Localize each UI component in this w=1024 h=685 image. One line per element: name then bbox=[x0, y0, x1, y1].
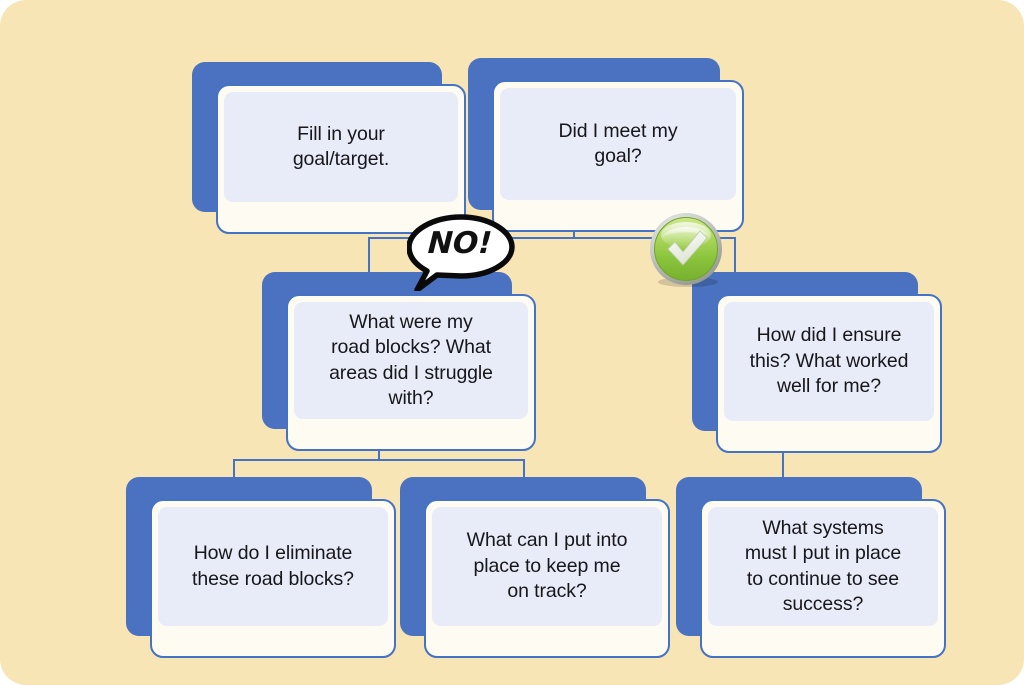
node-card[interactable]: What systems must I put in place to cont… bbox=[700, 499, 946, 658]
node-label: How do I eliminate these road blocks? bbox=[192, 542, 354, 590]
connector-roadblocks-split bbox=[233, 459, 525, 461]
connector-right-child-down bbox=[523, 459, 525, 479]
node-did-i-meet-my-goal[interactable]: Did I meet my goal? bbox=[468, 58, 744, 234]
node-label: What systems must I put in place to cont… bbox=[744, 516, 902, 615]
node-inner-panel: What were my road blocks? What areas did… bbox=[294, 302, 528, 419]
node-label: How did I ensure this? What worked well … bbox=[749, 324, 909, 398]
node-label: What can I put into place to keep me on … bbox=[466, 529, 628, 603]
node-card[interactable]: Did I meet my goal? bbox=[492, 80, 744, 232]
node-inner-panel: What systems must I put in place to cont… bbox=[708, 507, 938, 626]
node-card[interactable]: Fill in your goal/target. bbox=[216, 84, 466, 234]
node-inner-panel: How did I ensure this? What worked well … bbox=[724, 302, 934, 421]
no-bubble-label: NO! bbox=[426, 225, 494, 261]
connector-yes-branch-down bbox=[734, 237, 736, 273]
node-eliminate-road-blocks[interactable]: How do I eliminate these road blocks? bbox=[126, 477, 396, 660]
connector-left-child-down bbox=[233, 459, 235, 479]
node-inner-panel: What can I put into place to keep me on … bbox=[432, 507, 662, 626]
node-road-blocks[interactable]: What were my road blocks? What areas did… bbox=[262, 272, 536, 453]
check-circle-icon bbox=[650, 213, 722, 287]
no-speech-bubble: NO! bbox=[406, 211, 527, 293]
node-label: Did I meet my goal? bbox=[558, 119, 678, 167]
node-inner-panel: Did I meet my goal? bbox=[500, 88, 736, 200]
node-goal-target[interactable]: Fill in your goal/target. bbox=[192, 62, 466, 236]
node-keep-me-on-track[interactable]: What can I put into place to keep me on … bbox=[400, 477, 670, 660]
node-label: Fill in your goal/target. bbox=[292, 122, 390, 170]
node-label: What were my road blocks? What areas did… bbox=[329, 310, 493, 409]
node-systems-for-success[interactable]: What systems must I put in place to cont… bbox=[676, 477, 946, 660]
node-how-did-i-ensure[interactable]: How did I ensure this? What worked well … bbox=[692, 272, 942, 455]
yes-check-badge bbox=[648, 211, 726, 289]
no-bubble-shape bbox=[406, 214, 515, 293]
node-card[interactable]: How did I ensure this? What worked well … bbox=[716, 294, 942, 453]
connector-ensure-down bbox=[782, 430, 784, 478]
connector-decision-split bbox=[368, 237, 736, 239]
connector-no-branch-down bbox=[368, 237, 370, 273]
node-inner-panel: How do I eliminate these road blocks? bbox=[158, 507, 388, 626]
node-card[interactable]: How do I eliminate these road blocks? bbox=[150, 499, 396, 658]
node-inner-panel: Fill in your goal/target. bbox=[224, 92, 458, 202]
node-card[interactable]: What can I put into place to keep me on … bbox=[424, 499, 670, 658]
node-card[interactable]: What were my road blocks? What areas did… bbox=[286, 294, 536, 451]
